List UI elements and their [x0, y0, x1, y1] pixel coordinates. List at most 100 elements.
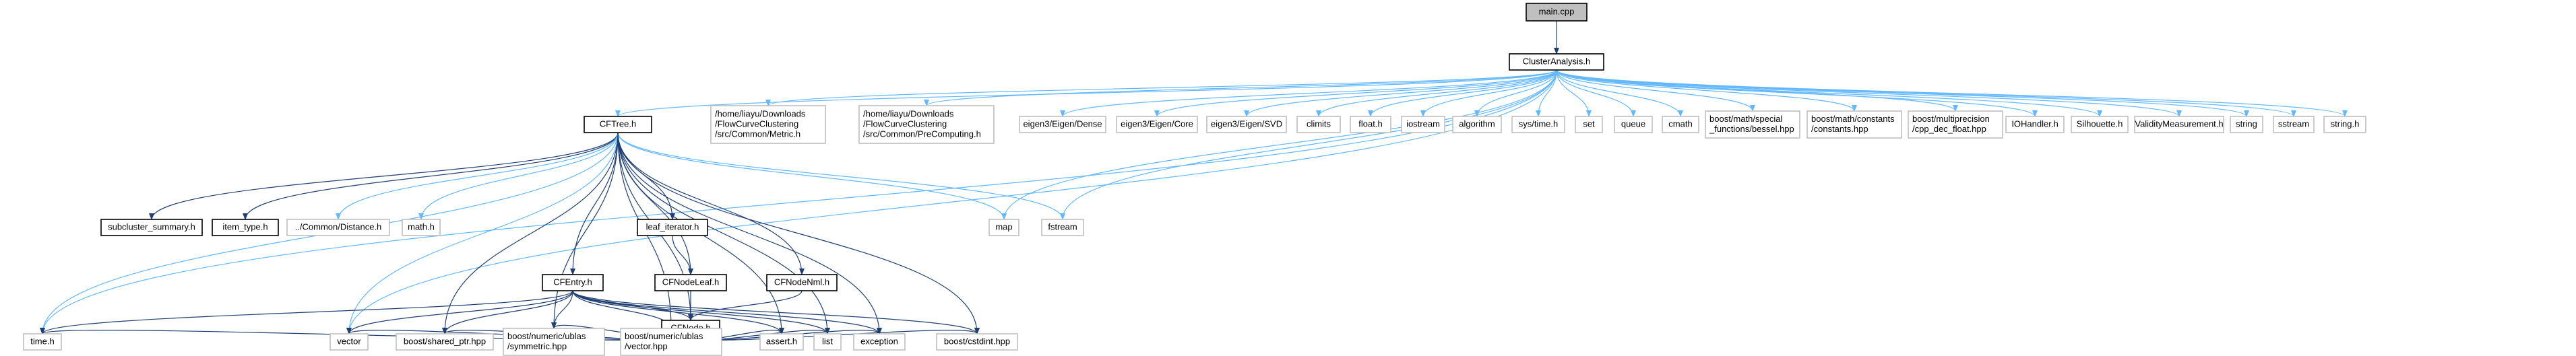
node-exception-label: exception	[860, 336, 898, 346]
node-systime: sys/time.h	[1511, 116, 1565, 133]
node-distance-label: ../Common/Distance.h	[295, 221, 382, 232]
node-queue-label: queue	[1621, 118, 1645, 129]
node-climits-box	[1296, 116, 1341, 133]
node-queue-box	[1614, 116, 1653, 133]
edge-leafit-to-cfnodeleaf	[672, 235, 693, 275]
node-vectorhpp: boost/numeric/ublas/vector.hpp	[620, 328, 722, 356]
edge-ca-to-precomp	[924, 69, 1557, 106]
edge-cftree-to-cfnodenml	[617, 132, 805, 275]
node-metric-label: /home/liayu/Downloads	[715, 108, 806, 118]
node-cfentry[interactable]: CFEntry.h	[542, 274, 604, 291]
edge-ca-to-metric	[765, 69, 1557, 106]
node-bessel-box	[1705, 110, 1800, 139]
node-symmetric-label: /symmetric.hpp	[507, 341, 567, 351]
node-stringh-label: string.h	[2331, 118, 2360, 129]
node-cmath: cmath	[1662, 116, 1699, 133]
node-cfnodenml-box	[766, 274, 838, 291]
edge-cftree-to-sharedptr	[442, 132, 619, 334]
node-bessel: boost/math/special_functions/bessel.hpp	[1705, 110, 1800, 139]
edge-ca-to-climits	[1316, 69, 1557, 117]
node-cppdec-label: /cpp_dec_float.hpp	[1912, 124, 1986, 134]
node-leafit[interactable]: leaf_iterator.h	[637, 219, 708, 236]
edge-ca-to-systime	[1536, 69, 1557, 117]
node-symmetric-label: boost/numeric/ublas	[507, 331, 586, 341]
node-exception: exception	[853, 333, 906, 351]
edge-cfentry-to-exception	[572, 290, 882, 334]
node-main-label: main.cpp	[1539, 6, 1575, 16]
edge-cftree-to-symmetric	[551, 132, 619, 329]
node-mathh: math.h	[402, 219, 441, 236]
edge-cftree-to-mathh	[418, 132, 619, 220]
node-metric-label: /src/Common/Metric.h	[715, 129, 800, 139]
edge-cftree-to-map	[617, 132, 1007, 220]
node-vector-box	[329, 333, 369, 351]
node-itemtype-label: item_type.h	[222, 221, 268, 232]
node-core-box	[1116, 116, 1198, 133]
node-metric-box	[710, 105, 826, 144]
node-main[interactable]: main.cpp	[1526, 3, 1588, 22]
node-precomp-label: /home/liayu/Downloads	[863, 108, 954, 118]
edge-cfentry-to-vector	[346, 290, 573, 334]
node-cppdec: boost/multiprecision/cpp_dec_float.hpp	[1908, 110, 2003, 139]
node-dense-label: eigen3/Eigen/Dense	[1023, 118, 1102, 129]
edge-ca-to-silhouette	[1556, 69, 2102, 117]
node-iostream: iostream	[1401, 116, 1445, 133]
node-set-box	[1575, 116, 1603, 133]
node-subcluster-label: subcluster_summary.h	[108, 221, 195, 232]
node-sstream-label: sstream	[2278, 118, 2309, 129]
node-stringh-box	[2323, 116, 2366, 133]
node-cstdint-box	[936, 333, 1018, 351]
node-fstream-label: fstream	[1048, 221, 1077, 232]
node-cftree[interactable]: CFTree.h	[584, 116, 652, 133]
node-cfentry-label: CFEntry.h	[553, 277, 592, 287]
node-algorithm: algorithm	[1452, 116, 1502, 133]
node-cmath-box	[1662, 116, 1699, 133]
node-ca[interactable]: ClusterAnalysis.h	[1509, 53, 1604, 71]
node-dense: eigen3/Eigen/Dense	[1019, 116, 1106, 133]
edge-layer	[40, 20, 2348, 341]
edge-ca-to-map	[1001, 69, 1557, 220]
node-cftree-box	[584, 116, 652, 133]
node-exception-box	[853, 333, 906, 351]
node-map: map	[988, 219, 1019, 236]
node-itemtype[interactable]: item_type.h	[212, 219, 279, 236]
edge-ca-to-core	[1154, 69, 1557, 117]
node-precomp-label: /src/Common/PreComputing.h	[863, 129, 981, 139]
node-timeh-box	[23, 333, 62, 351]
node-fstream-box	[1041, 219, 1084, 236]
node-cfnodenml[interactable]: CFNodeNml.h	[766, 274, 838, 291]
edge-ca-to-stringh	[1556, 69, 2348, 117]
edge-ca-to-string	[1556, 69, 2249, 117]
node-cfnodenml-label: CFNodeNml.h	[774, 277, 829, 287]
edge-ca-to-set	[1556, 69, 1592, 117]
edge-cfentry-to-asserth	[572, 290, 784, 334]
node-symmetric-box	[503, 328, 605, 356]
edge-ca-to-algorithm	[1474, 69, 1557, 117]
node-vector: vector	[329, 333, 369, 351]
node-cfnodeleaf-box	[654, 274, 727, 291]
edge-cftree-to-vector	[346, 132, 619, 334]
node-cfentry-box	[542, 274, 604, 291]
node-cftree-label: CFTree.h	[600, 118, 636, 129]
node-vectorhpp-box	[620, 328, 722, 356]
edge-cfentry-to-vectorhpp	[572, 290, 674, 329]
node-silhouette: Silhouette.h	[2071, 116, 2129, 133]
node-sstream-box	[2273, 116, 2315, 133]
node-constants-box	[1807, 110, 1902, 139]
node-cfnodeleaf[interactable]: CFNodeLeaf.h	[654, 274, 727, 291]
edge-ca-to-dense	[1060, 69, 1557, 117]
node-sharedptr-label: boost/shared_ptr.hpp	[404, 336, 486, 346]
node-svd-box	[1206, 116, 1287, 133]
node-timeh-label: time.h	[30, 336, 54, 346]
node-core: eigen3/Eigen/Core	[1116, 116, 1198, 133]
node-mathh-label: math.h	[408, 221, 435, 232]
node-cfnodeleaf-label: CFNodeLeaf.h	[662, 277, 720, 287]
edge-ca-to-cftree	[615, 69, 1557, 117]
node-ca-label: ClusterAnalysis.h	[1523, 56, 1590, 66]
edge-ca-to-bessel	[1556, 69, 1755, 112]
node-subcluster[interactable]: subcluster_summary.h	[100, 219, 203, 236]
node-systime-box	[1511, 116, 1565, 133]
node-mathh-box	[402, 219, 441, 236]
node-validity-label: ValidityMeasurement.h	[2135, 118, 2223, 129]
